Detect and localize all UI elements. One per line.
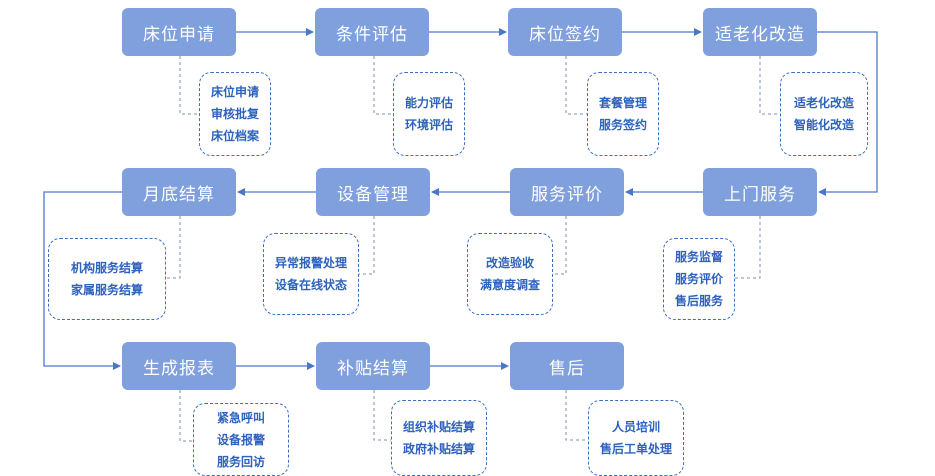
note-s5: 服务监督服务评价售后服务 bbox=[663, 238, 735, 320]
note-item: 紧急呼叫 bbox=[216, 410, 265, 425]
step-label: 月底结算 bbox=[143, 184, 215, 205]
note-item: 审核批复 bbox=[210, 107, 259, 121]
note-s4: 适老化改造智能化改造 bbox=[780, 72, 868, 156]
note-item: 服务监督 bbox=[674, 250, 723, 264]
note-s2: 能力评估环境评估 bbox=[393, 72, 465, 156]
note-s1: 床位申请审核批复床位档案 bbox=[199, 72, 271, 156]
note-item: 服务评价 bbox=[674, 272, 723, 286]
step-s6: 服务评价 bbox=[510, 168, 624, 216]
step-s10: 补贴结算 bbox=[316, 342, 430, 390]
step-s5: 上门服务 bbox=[703, 168, 817, 216]
note-item: 服务签约 bbox=[598, 118, 647, 132]
note-item: 设备在线状态 bbox=[274, 278, 347, 292]
note-link-s5 bbox=[735, 216, 761, 279]
note-s6: 改造验收满意度调查 bbox=[467, 233, 553, 315]
step-label: 设备管理 bbox=[337, 184, 409, 205]
note-link-s7 bbox=[359, 216, 375, 275]
step-s9: 生成报表 bbox=[122, 342, 236, 390]
note-item: 售后工单处理 bbox=[599, 442, 672, 456]
note-link-s1 bbox=[179, 56, 199, 115]
step-label: 售后 bbox=[549, 358, 585, 379]
note-s7: 异常报警处理设备在线状态 bbox=[263, 233, 359, 315]
step-label: 条件评估 bbox=[336, 24, 408, 45]
arrow-s8-s9 bbox=[43, 191, 122, 370]
note-item: 适老化改造 bbox=[793, 96, 854, 110]
note-item: 环境评估 bbox=[404, 118, 453, 132]
note-item: 人员培训 bbox=[611, 420, 660, 434]
note-item: 组织补贴结算 bbox=[402, 420, 475, 434]
note-link-s2 bbox=[373, 56, 393, 115]
step-s2: 条件评估 bbox=[315, 8, 429, 56]
step-s4: 适老化改造 bbox=[703, 8, 817, 56]
note-link-s4 bbox=[759, 56, 780, 115]
step-label: 床位申请 bbox=[143, 24, 215, 45]
note-link-s9 bbox=[179, 390, 193, 442]
note-item: 政府补贴结算 bbox=[402, 442, 475, 456]
step-label: 补贴结算 bbox=[337, 358, 409, 379]
note-link-s10 bbox=[373, 390, 391, 441]
step-label: 上门服务 bbox=[724, 184, 796, 205]
note-item: 服务回访 bbox=[216, 454, 265, 469]
note-link-s11 bbox=[565, 390, 588, 441]
note-item: 售后服务 bbox=[674, 294, 723, 308]
note-item: 能力评估 bbox=[404, 96, 453, 110]
arrow-s4-s5 bbox=[817, 31, 878, 196]
note-item: 床位申请 bbox=[210, 85, 259, 99]
note-item: 床位档案 bbox=[210, 129, 259, 143]
note-link-s3 bbox=[565, 56, 587, 115]
note-item: 改造验收 bbox=[485, 256, 534, 270]
step-s7: 设备管理 bbox=[316, 168, 430, 216]
note-item: 满意度调查 bbox=[479, 278, 540, 292]
step-s11: 售后 bbox=[510, 342, 624, 390]
step-label: 生成报表 bbox=[143, 358, 215, 379]
note-link-s8 bbox=[166, 216, 181, 279]
note-item: 智能化改造 bbox=[793, 118, 854, 132]
note-item: 设备报警 bbox=[216, 432, 265, 447]
note-item: 家属服务结算 bbox=[70, 283, 143, 297]
note-s3: 套餐管理服务签约 bbox=[587, 72, 659, 156]
note-s9: 紧急呼叫设备报警服务回访 bbox=[193, 403, 289, 476]
note-link-s6 bbox=[553, 216, 567, 275]
note-s11: 人员培训售后工单处理 bbox=[588, 400, 684, 476]
step-s3: 床位签约 bbox=[508, 8, 622, 56]
note-item: 异常报警处理 bbox=[274, 256, 347, 270]
note-s8: 机构服务结算家属服务结算 bbox=[48, 238, 166, 320]
step-label: 床位签约 bbox=[529, 24, 601, 45]
step-s8: 月底结算 bbox=[122, 168, 236, 216]
note-item: 机构服务结算 bbox=[70, 261, 143, 275]
note-s10: 组织补贴结算政府补贴结算 bbox=[391, 400, 487, 476]
step-label: 服务评价 bbox=[531, 184, 603, 205]
step-s1: 床位申请 bbox=[122, 8, 236, 56]
step-label: 适老化改造 bbox=[715, 24, 805, 45]
note-item: 套餐管理 bbox=[598, 96, 647, 110]
